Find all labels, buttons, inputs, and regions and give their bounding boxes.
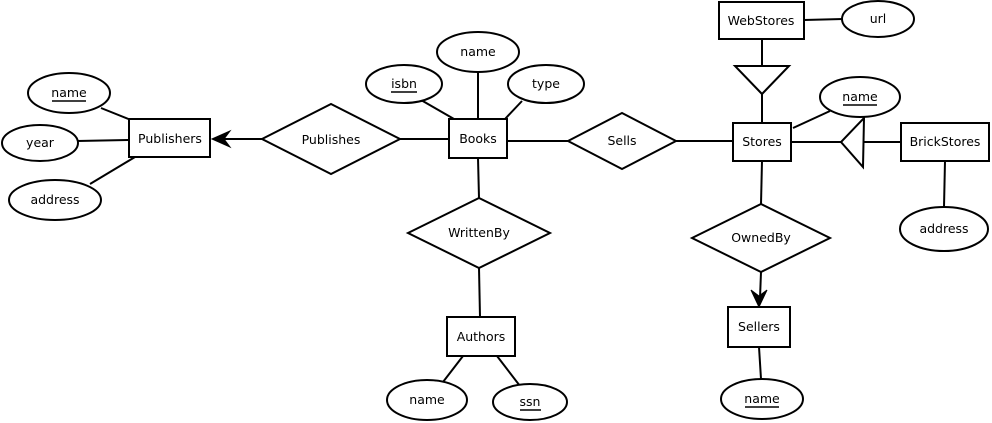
authors-name-ellipse bbox=[386, 379, 468, 421]
brickstores-label: BrickStores bbox=[910, 134, 981, 149]
attribute-publishers-address: address bbox=[8, 179, 102, 221]
attribute-authors-name: name bbox=[386, 379, 468, 421]
books-name-ellipse bbox=[436, 31, 520, 73]
writtenby-label: WrittenBy bbox=[448, 225, 510, 240]
attribute-books-isbn: isbn bbox=[365, 64, 443, 104]
brickstores-box bbox=[900, 122, 990, 162]
authors-name-label: name bbox=[409, 392, 445, 407]
entity-sellers: Sellers bbox=[727, 306, 791, 348]
edge-authors-name bbox=[442, 355, 464, 383]
stores-label: Stores bbox=[742, 134, 782, 149]
sellers-label: Sellers bbox=[738, 319, 780, 334]
books-type-ellipse bbox=[507, 64, 585, 104]
attribute-webstores-url: url bbox=[841, 0, 915, 38]
sellers-name-label: name bbox=[744, 391, 780, 406]
edge-publishers-year bbox=[76, 139, 130, 142]
edge-books-isbn bbox=[420, 99, 455, 120]
attribute-stores-name: name bbox=[819, 76, 901, 118]
edge-sellers-name bbox=[758, 346, 762, 380]
entity-stores: Stores bbox=[732, 122, 792, 162]
stores-box bbox=[732, 122, 792, 162]
webstores-url-ellipse bbox=[841, 0, 915, 38]
attribute-publishers-year: year bbox=[1, 124, 79, 162]
stores-name-ellipse bbox=[819, 76, 901, 118]
relationship-sells: Sells bbox=[565, 111, 679, 171]
publishers-name-label: name bbox=[51, 85, 87, 100]
isa-triangle-webstores bbox=[732, 65, 792, 96]
publishers-year-ellipse bbox=[1, 124, 79, 162]
relationship-writtenby: WrittenBy bbox=[405, 196, 553, 270]
publishers-address-label: address bbox=[30, 192, 79, 207]
entity-publishers: Publishers bbox=[128, 118, 211, 158]
attribute-sellers-name: name bbox=[720, 378, 804, 420]
isa-triangle-brickstores bbox=[839, 115, 866, 170]
edge-webstores-url bbox=[803, 18, 844, 21]
entity-authors: Authors bbox=[446, 316, 516, 357]
ownedby-label: OwnedBy bbox=[731, 230, 791, 245]
arrowhead-to-publishers bbox=[210, 129, 232, 149]
books-isbn-ellipse bbox=[365, 64, 443, 104]
authors-ssn-ellipse bbox=[492, 383, 568, 421]
publishers-label: Publishers bbox=[138, 131, 202, 146]
publishes-label: Publishes bbox=[302, 132, 361, 147]
publishers-name-ellipse bbox=[27, 72, 111, 114]
webstores-url-label: url bbox=[870, 11, 887, 26]
authors-box bbox=[446, 316, 516, 357]
edge-stores-ownedby bbox=[760, 160, 763, 205]
edge-stores-name bbox=[792, 110, 831, 129]
edge-authors-ssn bbox=[496, 355, 521, 387]
writtenby-diamond bbox=[405, 196, 553, 270]
attribute-publishers-name: name bbox=[27, 72, 111, 114]
attribute-brickstores-address: address bbox=[899, 206, 989, 252]
entity-webstores: WebStores bbox=[718, 1, 805, 40]
edge-books-type bbox=[504, 100, 523, 120]
sellers-name-ellipse bbox=[720, 378, 804, 420]
edge-books-writtenby bbox=[477, 157, 480, 199]
attribute-books-name: name bbox=[436, 31, 520, 73]
edge-publishers-address bbox=[89, 156, 136, 185]
authors-label: Authors bbox=[457, 329, 506, 344]
entity-brickstores: BrickStores bbox=[900, 122, 990, 162]
webstores-label: WebStores bbox=[728, 13, 795, 28]
edge-publishers-name bbox=[100, 107, 132, 121]
books-isbn-label: isbn bbox=[391, 76, 417, 91]
webstores-box bbox=[718, 1, 805, 40]
authors-ssn-label: ssn bbox=[520, 394, 541, 409]
books-box bbox=[448, 118, 508, 159]
publishers-address-ellipse bbox=[8, 179, 102, 221]
edge-brickstores-address bbox=[943, 160, 946, 208]
edge-writtenby-authors bbox=[478, 267, 481, 318]
attribute-authors-ssn: ssn bbox=[492, 383, 568, 421]
diagram-edges bbox=[76, 18, 946, 387]
books-name-label: name bbox=[460, 44, 496, 59]
relationship-publishes: Publishes bbox=[259, 102, 403, 176]
sellers-box bbox=[727, 306, 791, 348]
brickstores-address-label: address bbox=[919, 221, 968, 236]
relationship-ownedby: OwnedBy bbox=[689, 202, 833, 274]
sells-diamond bbox=[565, 111, 679, 171]
entity-books: Books bbox=[448, 118, 508, 159]
stores-name-label: name bbox=[842, 89, 878, 104]
brickstores-address-ellipse bbox=[899, 206, 989, 252]
arrowhead-to-sellers bbox=[750, 289, 768, 309]
publishes-diamond bbox=[259, 102, 403, 176]
attribute-books-type: type bbox=[507, 64, 585, 104]
sells-label: Sells bbox=[607, 133, 636, 148]
books-label: Books bbox=[459, 131, 497, 146]
books-type-label: type bbox=[532, 76, 560, 91]
publishers-year-label: year bbox=[26, 135, 55, 150]
ownedby-diamond bbox=[689, 202, 833, 274]
edge-ownedby-sellers bbox=[759, 271, 762, 299]
publishers-box bbox=[128, 118, 211, 158]
